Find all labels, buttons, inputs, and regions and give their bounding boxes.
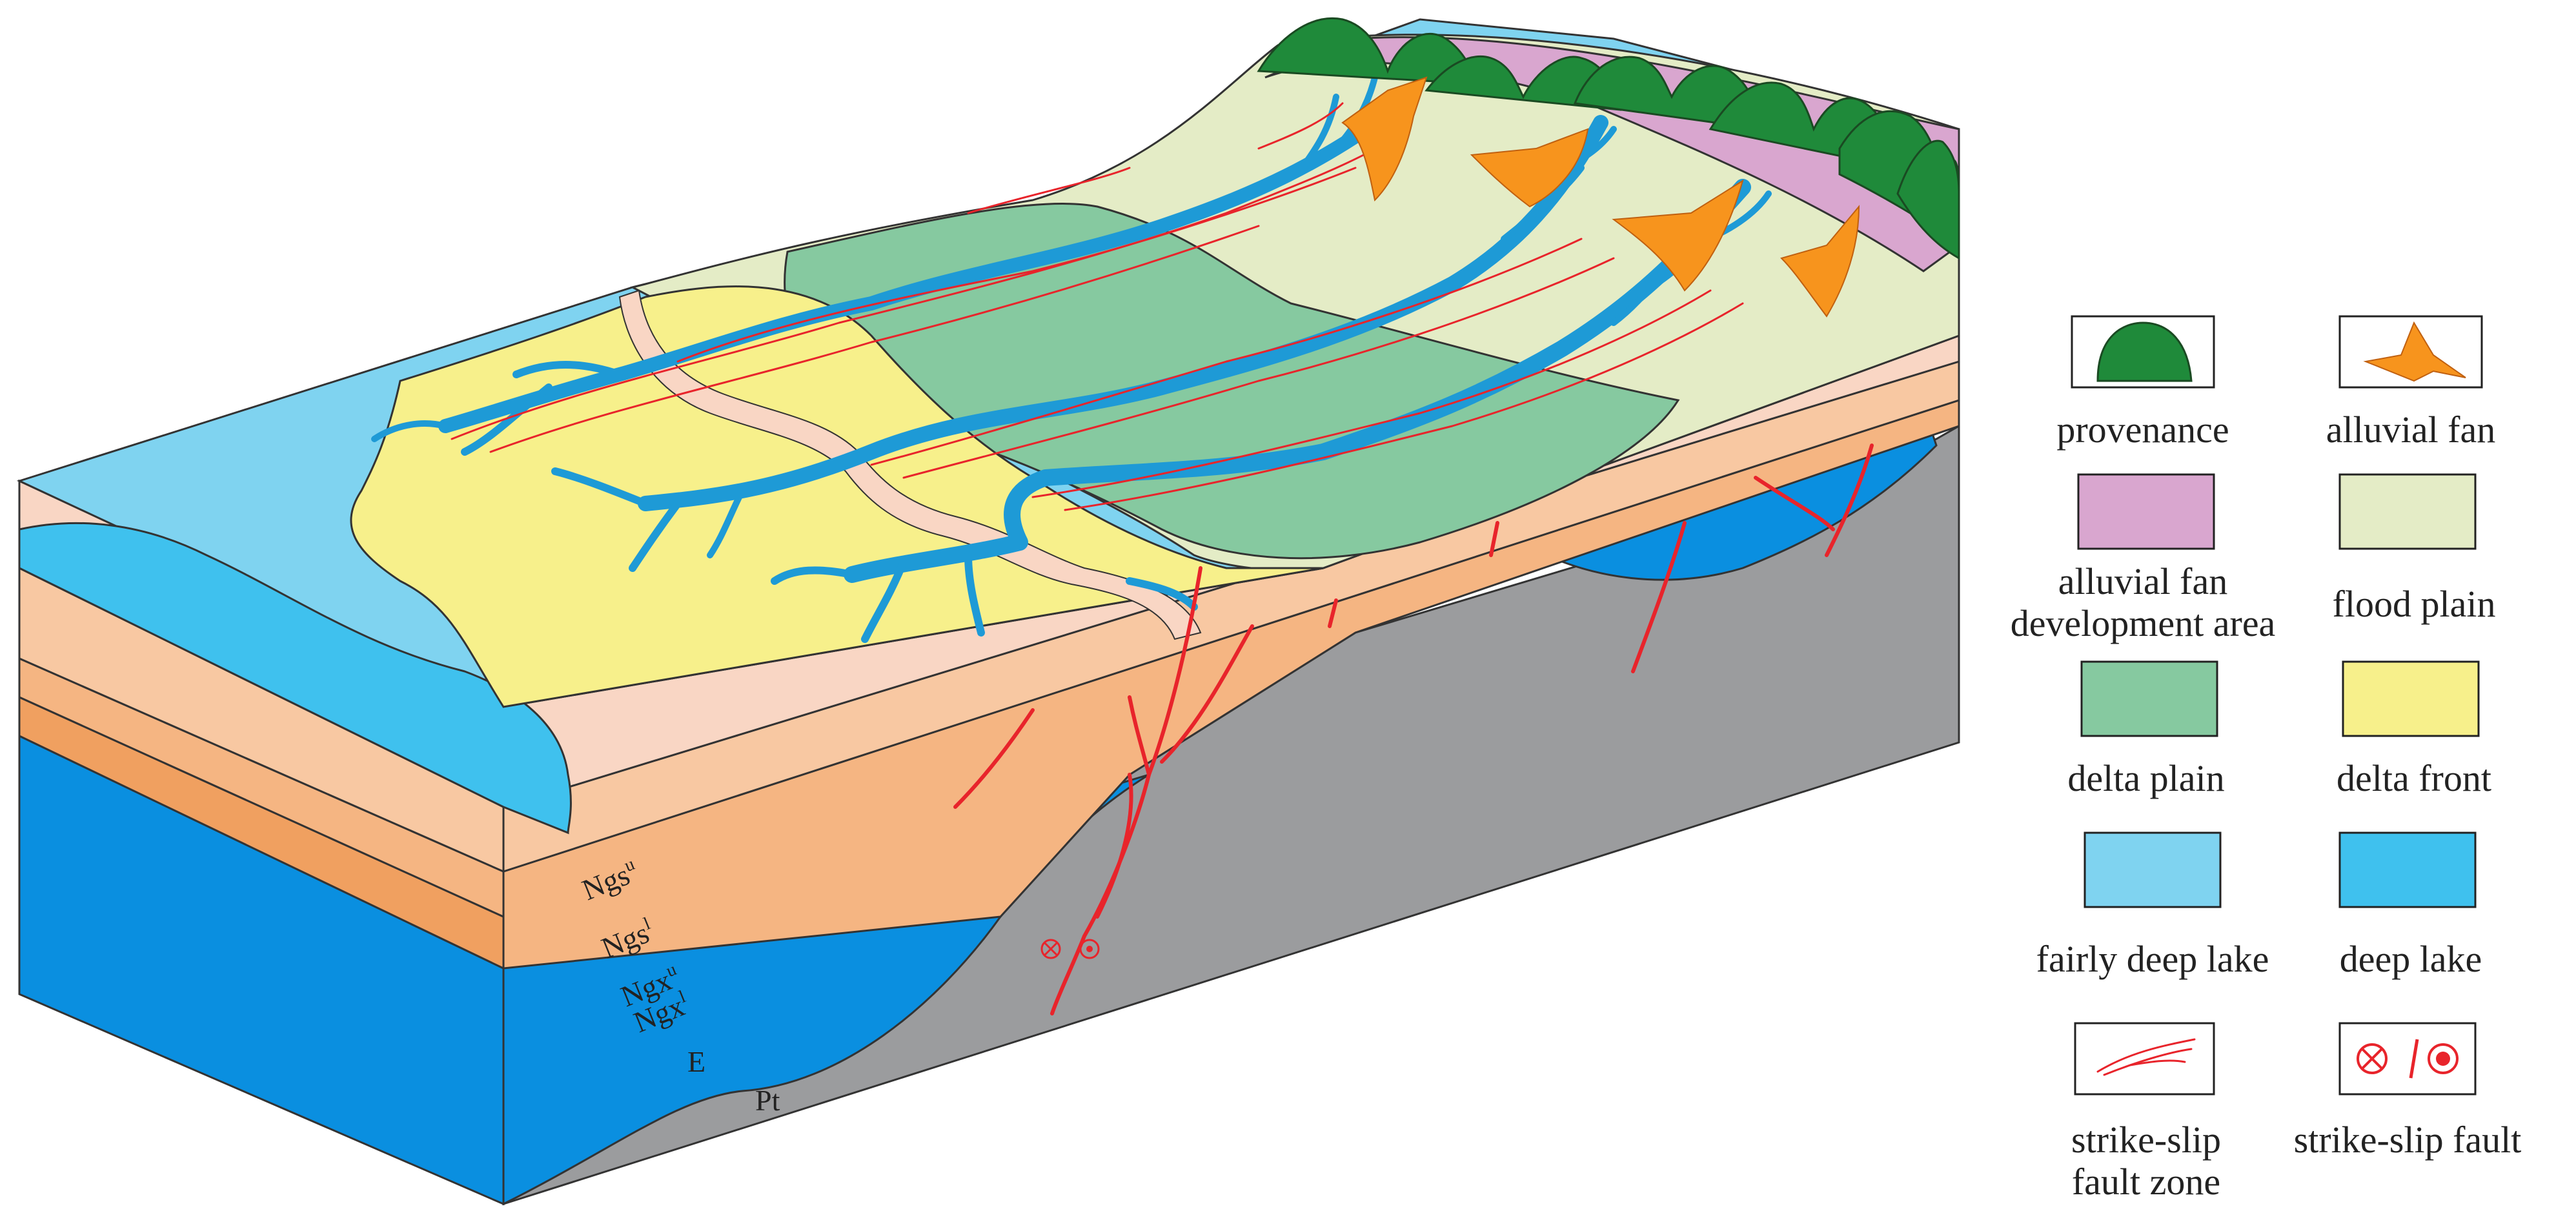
fault-into-page-cross	[1043, 941, 1059, 957]
legend: provenance alluvial fan alluvial fan dev…	[2011, 315, 2522, 1203]
legend-label-delta-plain: delta plain	[2067, 757, 2224, 799]
fault-zone-icon-line	[2103, 1048, 2193, 1076]
river-1-branch	[1294, 94, 1339, 178]
river-1	[438, 103, 1401, 433]
fault-into-page-symbol	[1040, 939, 1061, 959]
side-ngx	[502, 398, 1960, 970]
river-3	[844, 179, 1751, 583]
river-network	[371, 74, 1772, 643]
legend-label-provenance: provenance	[2056, 409, 2229, 451]
strike-slip-fault-main	[1050, 566, 1202, 1015]
alluvial-fan	[1470, 128, 1589, 208]
legend-label-strike-slip-fault-zone-2: fault zone	[2072, 1161, 2220, 1203]
alluvial-fan	[1612, 179, 1744, 292]
legend-item-fairly-deep-lake: fairly deep lake	[2036, 831, 2269, 980]
strike-slip-fault-branch	[953, 708, 1035, 809]
fault-zone-icon-line	[2129, 1059, 2186, 1066]
river-2	[638, 115, 1608, 511]
provenance-icon	[2096, 321, 2193, 382]
legend-item-delta-front: delta front	[2337, 660, 2491, 799]
fault-out-of-page-icon	[2428, 1043, 2459, 1074]
legend-label-flood-plain: flood plain	[2333, 583, 2496, 625]
provenance-mountains	[1257, 17, 1960, 260]
legend-label-alluvial-fan: alluvial fan	[2326, 409, 2496, 451]
fault-out-of-page-dot	[1086, 946, 1093, 952]
label-pt: Pt	[755, 1084, 780, 1117]
fault-zone-line	[967, 167, 1131, 214]
fault-zone-line	[870, 238, 1583, 466]
fault-zone-line	[1257, 102, 1344, 150]
fault-line-icon	[2409, 1039, 2419, 1079]
fault-zone-line	[1064, 302, 1744, 511]
legend-label-strike-slip-fault: strike-slip fault	[2294, 1119, 2522, 1161]
fault-into-page-icon	[2357, 1043, 2388, 1074]
legend-item-delta-plain: delta plain	[2067, 660, 2225, 799]
river-2-branch	[629, 500, 682, 572]
legend-item-alluvial-fan: alluvial fan	[2326, 315, 2496, 451]
fault-zone-icon-line	[2096, 1038, 2196, 1073]
legend-swatch-strike-slip-fault	[2338, 1022, 2477, 1096]
river-3-branch	[771, 566, 856, 585]
legend-swatch-alluvial-fan-dev	[2077, 473, 2215, 550]
legend-label-alluvial-fan-dev-2: development area	[2011, 602, 2276, 644]
alluvial-fan	[1780, 205, 1860, 318]
legend-swatch-delta-front	[2342, 660, 2480, 737]
fault-zone-line	[489, 225, 1260, 453]
legend-label-alluvial-fan-dev-1: alluvial fan	[2058, 560, 2228, 602]
mountain	[1257, 17, 1480, 85]
side-face	[502, 334, 1960, 1206]
river-2-branch	[707, 487, 745, 558]
legend-label-delta-front: delta front	[2337, 757, 2491, 799]
alluvial-fan	[1341, 76, 1428, 202]
alluvial-fan-icon	[2363, 321, 2466, 382]
strike-slip-fault-side	[1328, 598, 1338, 628]
legend-label-deep-lake: deep lake	[2340, 938, 2482, 980]
legend-swatch-delta-plain	[2080, 660, 2218, 737]
river-3-branch	[1126, 577, 1198, 611]
river-1-branch	[371, 420, 449, 442]
legend-item-alluvial-fan-dev: alluvial fan development area	[2011, 473, 2276, 644]
strike-slip-fault-side	[1489, 521, 1499, 557]
river-3-branch	[964, 551, 985, 637]
fault-into-page-icon-cross	[2361, 1048, 2383, 1070]
strike-slip-fault-branch	[1128, 695, 1151, 777]
strike-slip-fault-branch	[1095, 773, 1133, 919]
river-2-branch	[551, 467, 649, 507]
mountain	[1896, 139, 1960, 260]
river-2-branch	[1501, 165, 1585, 242]
strike-slip-fault-side	[1825, 443, 1874, 557]
fault-out-of-page-icon-dot	[2436, 1052, 2450, 1066]
legend-swatch-fairly-deep-lake	[2084, 831, 2222, 908]
fault-zone-line	[451, 141, 1389, 440]
legend-label-strike-slip-fault-zone-1: strike-slip	[2071, 1119, 2221, 1161]
fault-zone-line	[676, 167, 1357, 363]
legend-item-strike-slip-fault-zone: strike-slip fault zone	[2071, 1022, 2221, 1203]
mountain	[1573, 56, 1763, 130]
legend-item-flood-plain: flood plain	[2333, 473, 2496, 625]
fault-zone-line	[1031, 289, 1712, 498]
alluvial-fans	[1341, 76, 1860, 318]
fault-zone-lines	[451, 102, 1744, 511]
strike-slip-faults	[953, 443, 1874, 1015]
interdistributary-strip	[618, 289, 1202, 640]
strike-slip-fault-side	[1754, 476, 1835, 531]
legend-swatch-flood-plain	[2338, 473, 2477, 550]
river-1-branch	[512, 361, 624, 378]
strike-slip-fault-branch	[1160, 624, 1254, 764]
fault-zone-line	[902, 257, 1615, 479]
legend-swatch-deep-lake	[2338, 831, 2477, 908]
legend-item-provenance: provenance	[2056, 315, 2229, 451]
river-1-branch	[461, 383, 553, 456]
fault-out-of-page-symbol	[1079, 939, 1100, 959]
deep-lake-surface	[18, 522, 572, 835]
legend-label-fairly-deep-lake: fairly deep lake	[2036, 938, 2269, 980]
river-3-branch	[861, 558, 908, 643]
strike-slip-fault-side	[1631, 521, 1687, 673]
legend-swatch-strike-slip-fault-zone	[2074, 1022, 2215, 1096]
legend-item-strike-slip-fault: strike-slip fault	[2294, 1022, 2522, 1161]
legend-item-deep-lake: deep lake	[2338, 831, 2482, 980]
label-e: E	[687, 1045, 705, 1078]
